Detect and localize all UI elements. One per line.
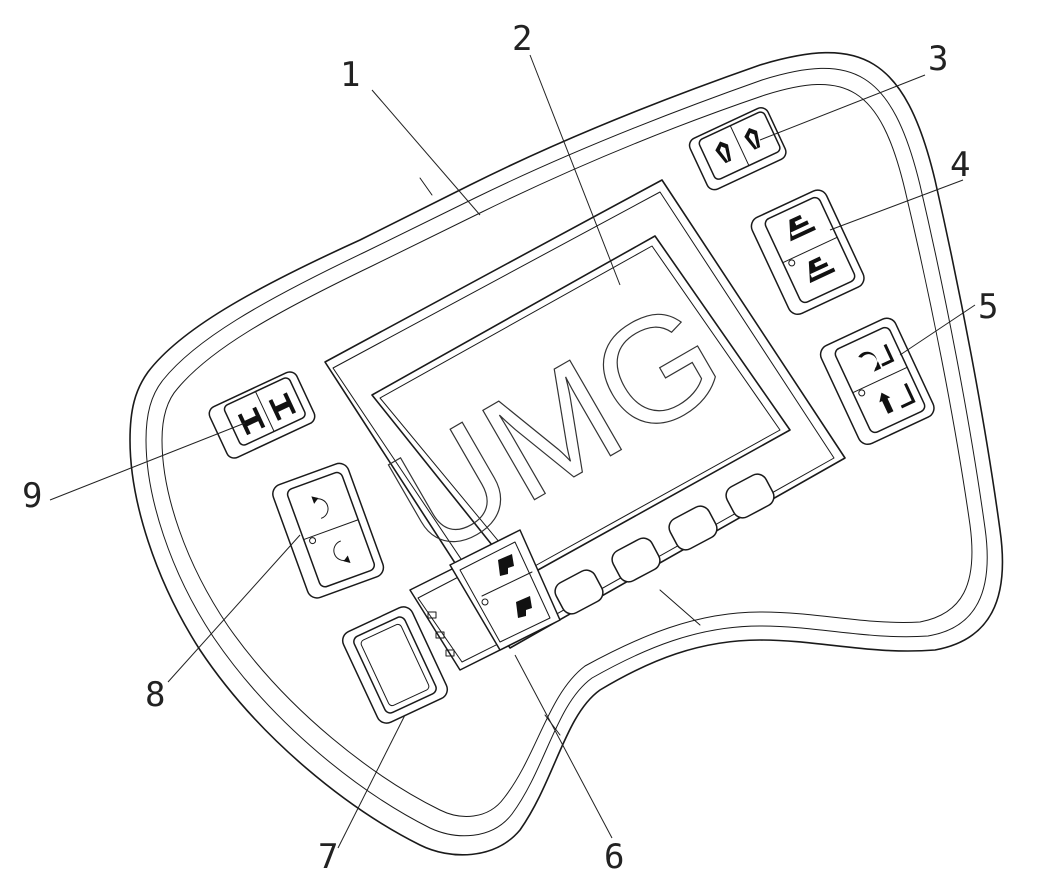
machine-down-icon: [516, 596, 532, 618]
machine-up-icon: [498, 554, 514, 576]
display-unit: [324, 179, 846, 649]
steer-icon: [268, 392, 297, 421]
paddle-button-7[interactable]: [339, 604, 450, 727]
raise-arm-icon: [808, 256, 836, 284]
rocker-switch-6[interactable]: [409, 529, 561, 671]
rotate-cw-icon: [311, 496, 329, 519]
rocker-switch-9[interactable]: [207, 369, 318, 460]
callout-8: 8: [145, 675, 165, 715]
callout-7: 7: [318, 837, 338, 877]
callout-5: 5: [978, 287, 998, 327]
travel-icon: [237, 406, 266, 436]
callout-4: 4: [950, 145, 970, 185]
softkey-3[interactable]: [666, 503, 721, 554]
callout-6: 6: [604, 837, 624, 877]
rocker-switch-4[interactable]: [748, 187, 867, 318]
rocker-switch-3[interactable]: [687, 105, 789, 192]
softkey-1[interactable]: [552, 567, 607, 618]
callout-labels: 1 2 3 4 5 6 7 8 9: [22, 19, 998, 877]
rocker-switch-5[interactable]: [817, 315, 937, 448]
callout-9: 9: [22, 476, 42, 516]
rotate-ccw-icon: [333, 540, 351, 563]
lower-arm-icon: [789, 214, 816, 242]
rotate-icon: [858, 343, 895, 372]
callout-1: 1: [340, 55, 360, 95]
callout-2: 2: [512, 19, 532, 59]
fork-open-icon: [715, 141, 732, 164]
tilt-icon: [879, 382, 916, 414]
rocker-switch-8[interactable]: [270, 461, 386, 601]
panel-housing: [129, 52, 1004, 856]
softkey-4[interactable]: [723, 471, 778, 522]
callout-3: 3: [928, 39, 948, 79]
softkey-2[interactable]: [609, 535, 664, 586]
leader-lines: [49, 54, 976, 849]
fork-closed-icon: [744, 128, 761, 150]
softkey-row: [552, 471, 778, 618]
